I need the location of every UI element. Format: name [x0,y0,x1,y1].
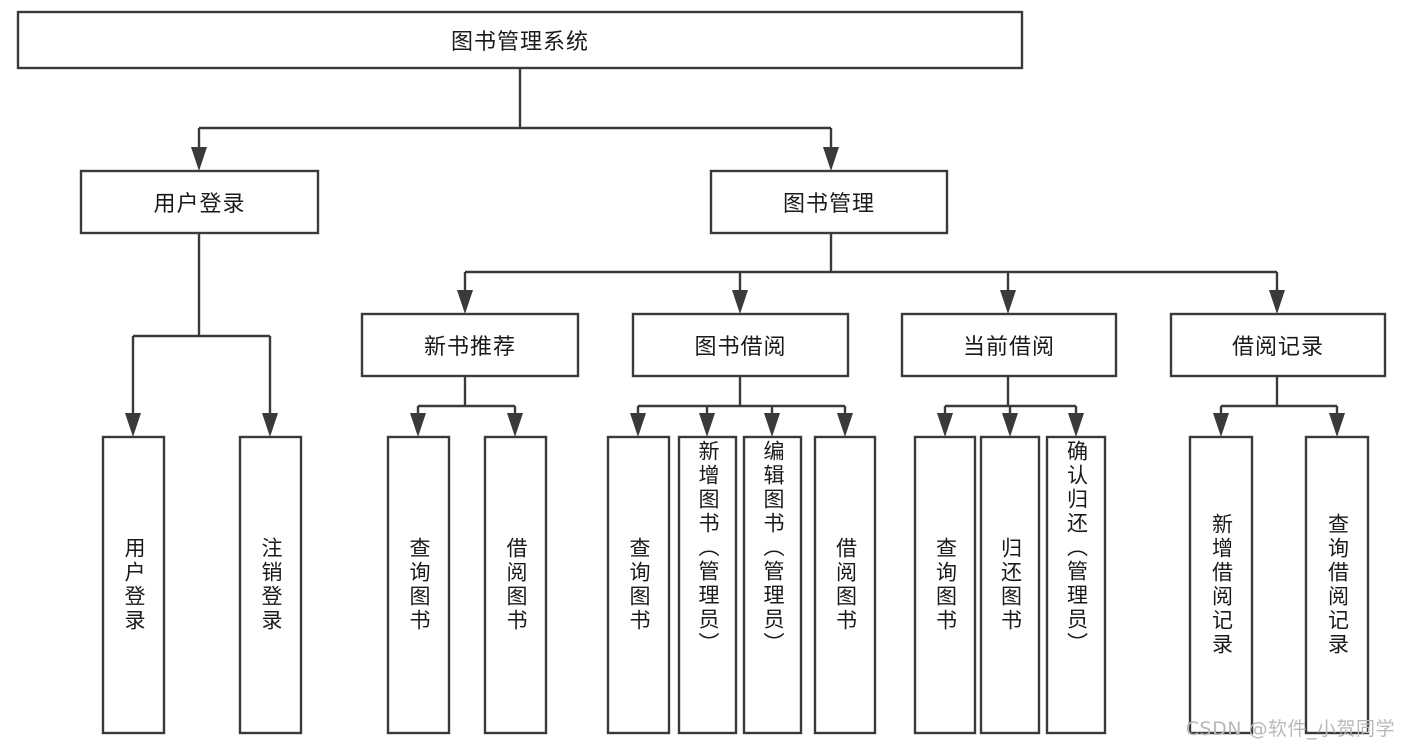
node-box-leaf-add-book-admin[interactable] [677,435,738,735]
node-box-leaf-query-book-nb[interactable] [386,435,451,735]
arrow-new-book-b2 [507,413,523,437]
node-box-leaf-query-book-bb[interactable] [606,435,671,735]
arrow-to-current [1000,290,1016,314]
arrow-to-book-mgmt [823,147,839,171]
node-box-leaf-user-login[interactable] [101,435,166,735]
arrow-current-b2 [1002,413,1018,437]
connectors-records-to-leaves [1213,376,1345,437]
connectors-new-book-to-leaves [410,376,523,437]
watermark-text: CSDN @软件_小贺同学 [1185,718,1395,740]
connectors-user-login-to-leaves [125,233,278,437]
arrow-current-b3 [1068,413,1084,437]
arrow-user-login-b2 [262,413,278,437]
node-box-leaf-borrow-book-bb[interactable] [813,435,877,735]
node-box-leaf-return-book[interactable] [979,435,1041,735]
arrow-to-borrow [732,290,748,314]
arrow-borrow-b3 [764,413,780,437]
node-box-new-book-recommend[interactable] [360,312,580,378]
node-box-leaf-add-record[interactable] [1188,435,1254,735]
arrow-to-user-login [191,147,207,171]
arrow-to-records [1269,290,1285,314]
connectors-book-mgmt-to-level2 [457,233,1285,314]
node-box-user-login[interactable] [79,169,320,235]
connectors-borrow-to-leaves [630,376,853,437]
arrow-borrow-b4 [837,413,853,437]
node-box-leaf-borrow-book-nb[interactable] [483,435,548,735]
node-box-root[interactable] [16,10,1024,70]
arrow-new-book-b1 [410,413,426,437]
node-box-borrow-records[interactable] [1169,312,1387,378]
arrow-records-b2 [1329,413,1345,437]
arrow-current-b1 [937,413,953,437]
node-box-leaf-query-book-cb[interactable] [913,435,977,735]
node-box-book-management[interactable] [709,169,949,235]
arrow-borrow-b2 [699,413,715,437]
node-box-leaf-query-record[interactable] [1304,435,1370,735]
connectors-current-to-leaves [937,376,1084,437]
arrow-records-b1 [1213,413,1229,437]
node-box-leaf-confirm-return-admin[interactable] [1045,435,1107,735]
arrow-user-login-b1 [125,413,141,437]
arrow-to-new-book [457,290,473,314]
node-box-current-borrow[interactable] [900,312,1118,378]
node-box-leaf-logout[interactable] [238,435,303,735]
connectors-root-to-level1 [191,68,839,171]
node-box-book-borrow[interactable] [631,312,850,378]
node-box-leaf-edit-book-admin[interactable] [742,435,803,735]
arrow-borrow-b1 [630,413,646,437]
